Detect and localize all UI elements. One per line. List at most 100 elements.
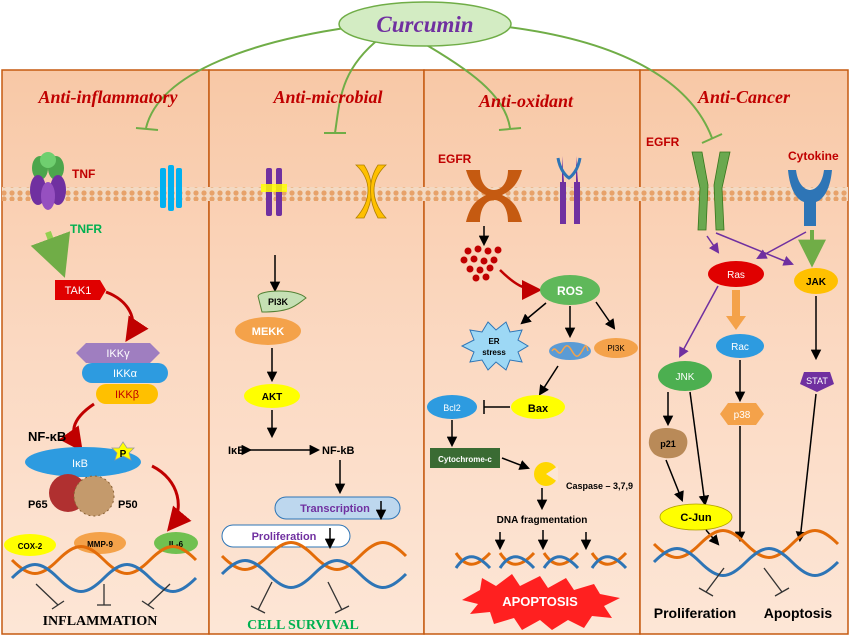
outcome-apoptosis-p3: APOPTOSIS	[502, 594, 578, 609]
cytochrome-node	[430, 448, 500, 468]
ras-node	[708, 261, 764, 287]
arrow-to-ros	[499, 269, 542, 300]
phospho-star-icon	[111, 441, 135, 461]
label-pi3k-p3: PI3K	[607, 344, 625, 353]
panel4-content: EGFR Cytokine Ras JAK Rac JNK STAT p38	[646, 135, 840, 621]
label-p50: P50	[118, 499, 138, 511]
pi3k-node-p3	[594, 338, 638, 358]
label-stress: stress	[482, 348, 506, 357]
er-stress-starburst	[460, 321, 529, 371]
label-p38: p38	[734, 410, 751, 421]
dna-helix-icon	[220, 541, 408, 589]
heading-anti-microbial: Anti-microbial	[272, 87, 382, 107]
label-nfkb-p2: NF-kB	[322, 445, 354, 457]
label-il6: IL-6	[169, 540, 184, 549]
label-ros: ROS	[557, 284, 583, 298]
arrow-nfkb-genes	[151, 464, 192, 532]
label-cox2: COX-2	[18, 542, 43, 551]
label-egfr-p4: EGFR	[646, 135, 680, 149]
label-bcl2: Bcl2	[443, 403, 461, 413]
label-ikk-beta: IKKβ	[115, 389, 139, 401]
rac-node	[716, 334, 764, 358]
outcome-cell-survival: CELL SURVIVAL	[247, 618, 359, 633]
egfr-receptor-icon	[466, 170, 522, 222]
pi3k-node: PI3K MEKK	[235, 290, 307, 345]
ros-node	[540, 275, 600, 305]
inflammation-inhibitions	[35, 583, 171, 610]
label-mekk: MEKK	[252, 326, 284, 338]
akt-node	[244, 384, 300, 408]
proliferation-node	[221, 524, 351, 548]
receptor-purple-icon	[261, 168, 287, 216]
outcome-apoptosis-p4: Apoptosis	[764, 605, 833, 621]
label-jak: JAK	[806, 277, 827, 288]
label-egfr-p3: EGFR	[438, 152, 472, 166]
label-tnf: TNF	[72, 167, 95, 181]
transcription-node	[274, 496, 401, 520]
ras-rac-arrow	[726, 290, 746, 330]
label-cytochrome: Cytochrome-c	[438, 455, 492, 464]
label-caspase: Caspase – 3,7,9	[566, 481, 633, 491]
cell-membrane	[2, 187, 848, 201]
nfkb-complex: IκB P	[25, 441, 141, 517]
receptor-purple-icon	[556, 156, 582, 224]
label-stat: STAT	[806, 376, 828, 386]
p21-node	[648, 428, 688, 459]
membrane-channel-icon	[160, 165, 182, 211]
egfr-receptor-green-icon	[691, 151, 731, 231]
cancer-inhibitions	[698, 567, 790, 597]
panel3-content: EGFR ROS ER stress PI3K	[427, 152, 638, 630]
gene-products: COX-2 MMP-9 IL-6	[4, 532, 198, 556]
dna-fragments-icon	[454, 551, 628, 570]
stat-node	[800, 372, 834, 392]
label-ikb-p1: IκB	[72, 458, 88, 470]
label-ikk-alpha: IKKα	[113, 368, 138, 380]
jak-node	[794, 268, 838, 294]
panel2-content: PI3K MEKK AKT IκB NF-kB Transcription Pr…	[220, 164, 408, 633]
label-p21: p21	[660, 439, 676, 449]
label-p: P	[120, 449, 127, 460]
label-ikb-p2: IκB	[228, 445, 245, 457]
panel1-content: TNF TNFR TAK1 IKKγ IKKα IKKβ NF-κB IκB	[4, 152, 198, 629]
arrow-ikk-nfkb	[59, 402, 95, 452]
label-jnk: JNK	[676, 372, 695, 383]
outcome-inflammation: INFLAMMATION	[43, 614, 158, 629]
panel-anti-microbial	[208, 69, 425, 635]
outcome-proliferation: Proliferation	[654, 605, 736, 621]
label-ikk-gamma: IKKγ	[106, 348, 130, 360]
bcl2-node	[427, 395, 477, 419]
caspase-icon	[534, 462, 558, 486]
curcumin-ellipse	[338, 1, 512, 47]
label-proliferation-p2: Proliferation	[252, 531, 317, 543]
ros-particles	[460, 245, 502, 282]
tak1-node: TAK1	[55, 280, 106, 300]
label-akt: AKT	[262, 392, 283, 403]
label-cytokine: Cytokine	[788, 149, 839, 163]
p38-node	[720, 403, 764, 425]
bax-node	[511, 395, 565, 419]
label-bax: Bax	[528, 403, 549, 415]
label-ras: Ras	[727, 270, 745, 281]
curcumin-inhibition-lines	[135, 25, 723, 144]
mitochondria-icon	[549, 342, 591, 360]
jnk-node	[658, 361, 712, 391]
label-tnfr: TNFR	[70, 222, 102, 236]
arrow-tnfr-tak1	[30, 230, 71, 278]
dna-helix-icon	[652, 529, 840, 577]
label-transcription: Transcription	[300, 503, 370, 515]
heading-anti-oxidant: Anti-oxidant	[478, 91, 574, 111]
label-mmp9: MMP-9	[87, 540, 113, 549]
label-dna-fragmentation: DNA fragmentation	[497, 515, 588, 526]
apoptosis-burst	[462, 574, 620, 630]
label-p65: P65	[28, 499, 48, 511]
fragmentation-arrows	[494, 530, 592, 551]
curcumin-title: Curcumin	[376, 12, 473, 37]
arrow-tak1-ikk	[105, 290, 149, 342]
cytokine-receptor-icon	[788, 170, 832, 226]
label-tak1: TAK1	[65, 285, 92, 297]
heading-anti-inflammatory: Anti-inflammatory	[37, 87, 178, 107]
label-er: ER	[488, 337, 499, 346]
label-cjun: C-Jun	[680, 512, 711, 524]
label-pi3k-p2: PI3K	[268, 297, 289, 307]
label-nfkb-p1: NF-κB	[28, 429, 66, 444]
